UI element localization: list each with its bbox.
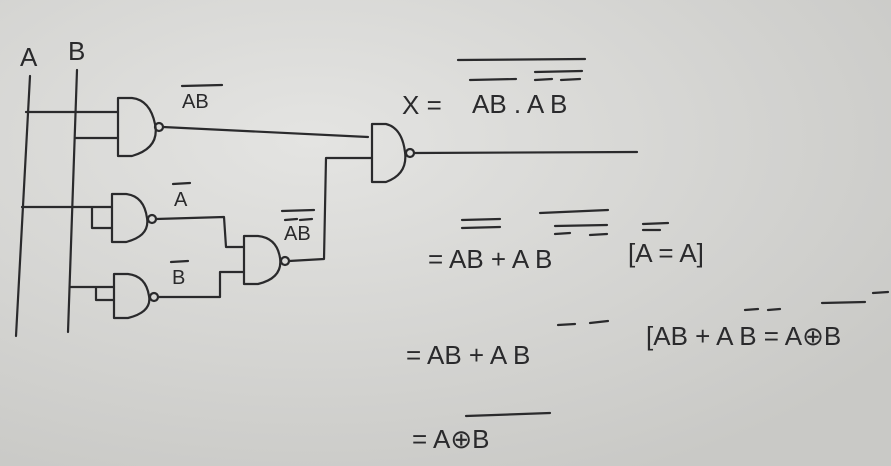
equation-x-lhs: X = [402, 90, 442, 120]
equation-line-3: = AB + A B [406, 340, 530, 370]
gate4-label-overlines [280, 208, 316, 222]
output-x-wire [412, 150, 639, 155]
gate3-label: B [172, 267, 185, 289]
equation-x-overlines [456, 57, 587, 82]
line3-overlines [556, 319, 610, 327]
gate3-wires [68, 285, 116, 302]
gate3-output-wire [156, 270, 246, 299]
gate3-label-overline [169, 259, 190, 264]
gate1-label-overline [180, 83, 224, 88]
equation-x-rhs: AB . A B [472, 89, 567, 119]
gate4-output-wire [287, 156, 374, 263]
line4-overline [464, 411, 552, 418]
line2-overlines [460, 208, 610, 237]
input-b-rail [66, 68, 79, 334]
input-b-label: B [68, 36, 85, 66]
gate4-label: AB [284, 223, 311, 245]
equation-line-2-note: [A = A] [628, 238, 704, 268]
equation-line-2: = AB + A B [428, 244, 552, 274]
line3-note-bars [743, 290, 890, 312]
gate2-wires [20, 205, 114, 230]
gate1-wires [24, 110, 120, 140]
input-a-label: A [20, 42, 38, 72]
equation-line-3-note: [AB + A B = A⊕B [646, 321, 841, 351]
gate2-label-overline [171, 181, 192, 186]
gate2-label: A [174, 189, 188, 211]
equation-line-4: = A⊕B [412, 424, 489, 454]
gate2-output-wire [154, 215, 246, 249]
gate1-output-wire [161, 125, 370, 139]
nand-gate-4 [242, 234, 282, 286]
line2-note-bars [641, 221, 670, 232]
gate1-label: AB [182, 91, 209, 113]
